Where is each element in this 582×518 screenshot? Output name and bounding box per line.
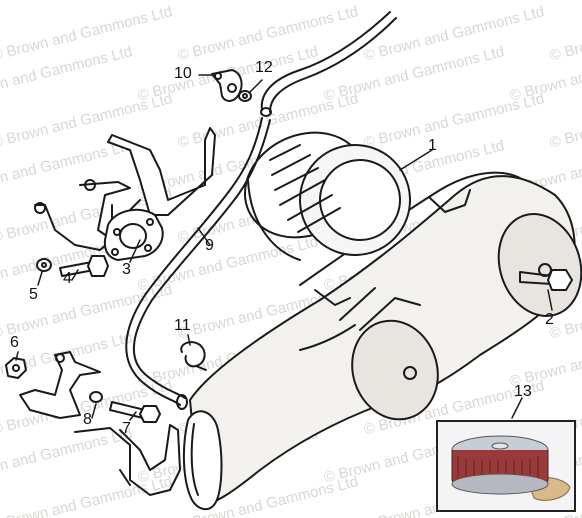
- small-washer: [238, 90, 252, 102]
- callout-9: 9: [205, 237, 214, 254]
- callout-10: 10: [174, 65, 192, 82]
- nut: [5, 357, 27, 379]
- hose-clip: [180, 341, 207, 371]
- intake-snout: [182, 410, 223, 511]
- callout-3: 3: [122, 261, 131, 278]
- callout-4: 4: [63, 270, 72, 287]
- callout-2: 2: [545, 311, 554, 328]
- callout-13: 13: [514, 383, 532, 400]
- callout-8: 8: [83, 411, 92, 428]
- pipe-clip: [211, 69, 243, 102]
- washer-and-bolt-lower: [89, 391, 161, 423]
- housing-bolt: [519, 269, 573, 291]
- filter-element: [243, 131, 411, 261]
- gasket: [103, 208, 164, 261]
- air-filter-photo: [438, 422, 574, 510]
- leader-lines: [15, 74, 553, 421]
- lower-brackets: [19, 351, 181, 496]
- callout-11: 11: [174, 317, 191, 334]
- breather-hose: [125, 11, 397, 410]
- callout-1: 1: [428, 137, 437, 154]
- washer-and-bolt: [36, 255, 109, 277]
- callout-5: 5: [29, 286, 38, 303]
- inset-photo-air-filter: [436, 420, 576, 512]
- callout-6: 6: [10, 334, 19, 351]
- callout-7: 7: [122, 420, 131, 437]
- callout-12: 12: [255, 59, 273, 76]
